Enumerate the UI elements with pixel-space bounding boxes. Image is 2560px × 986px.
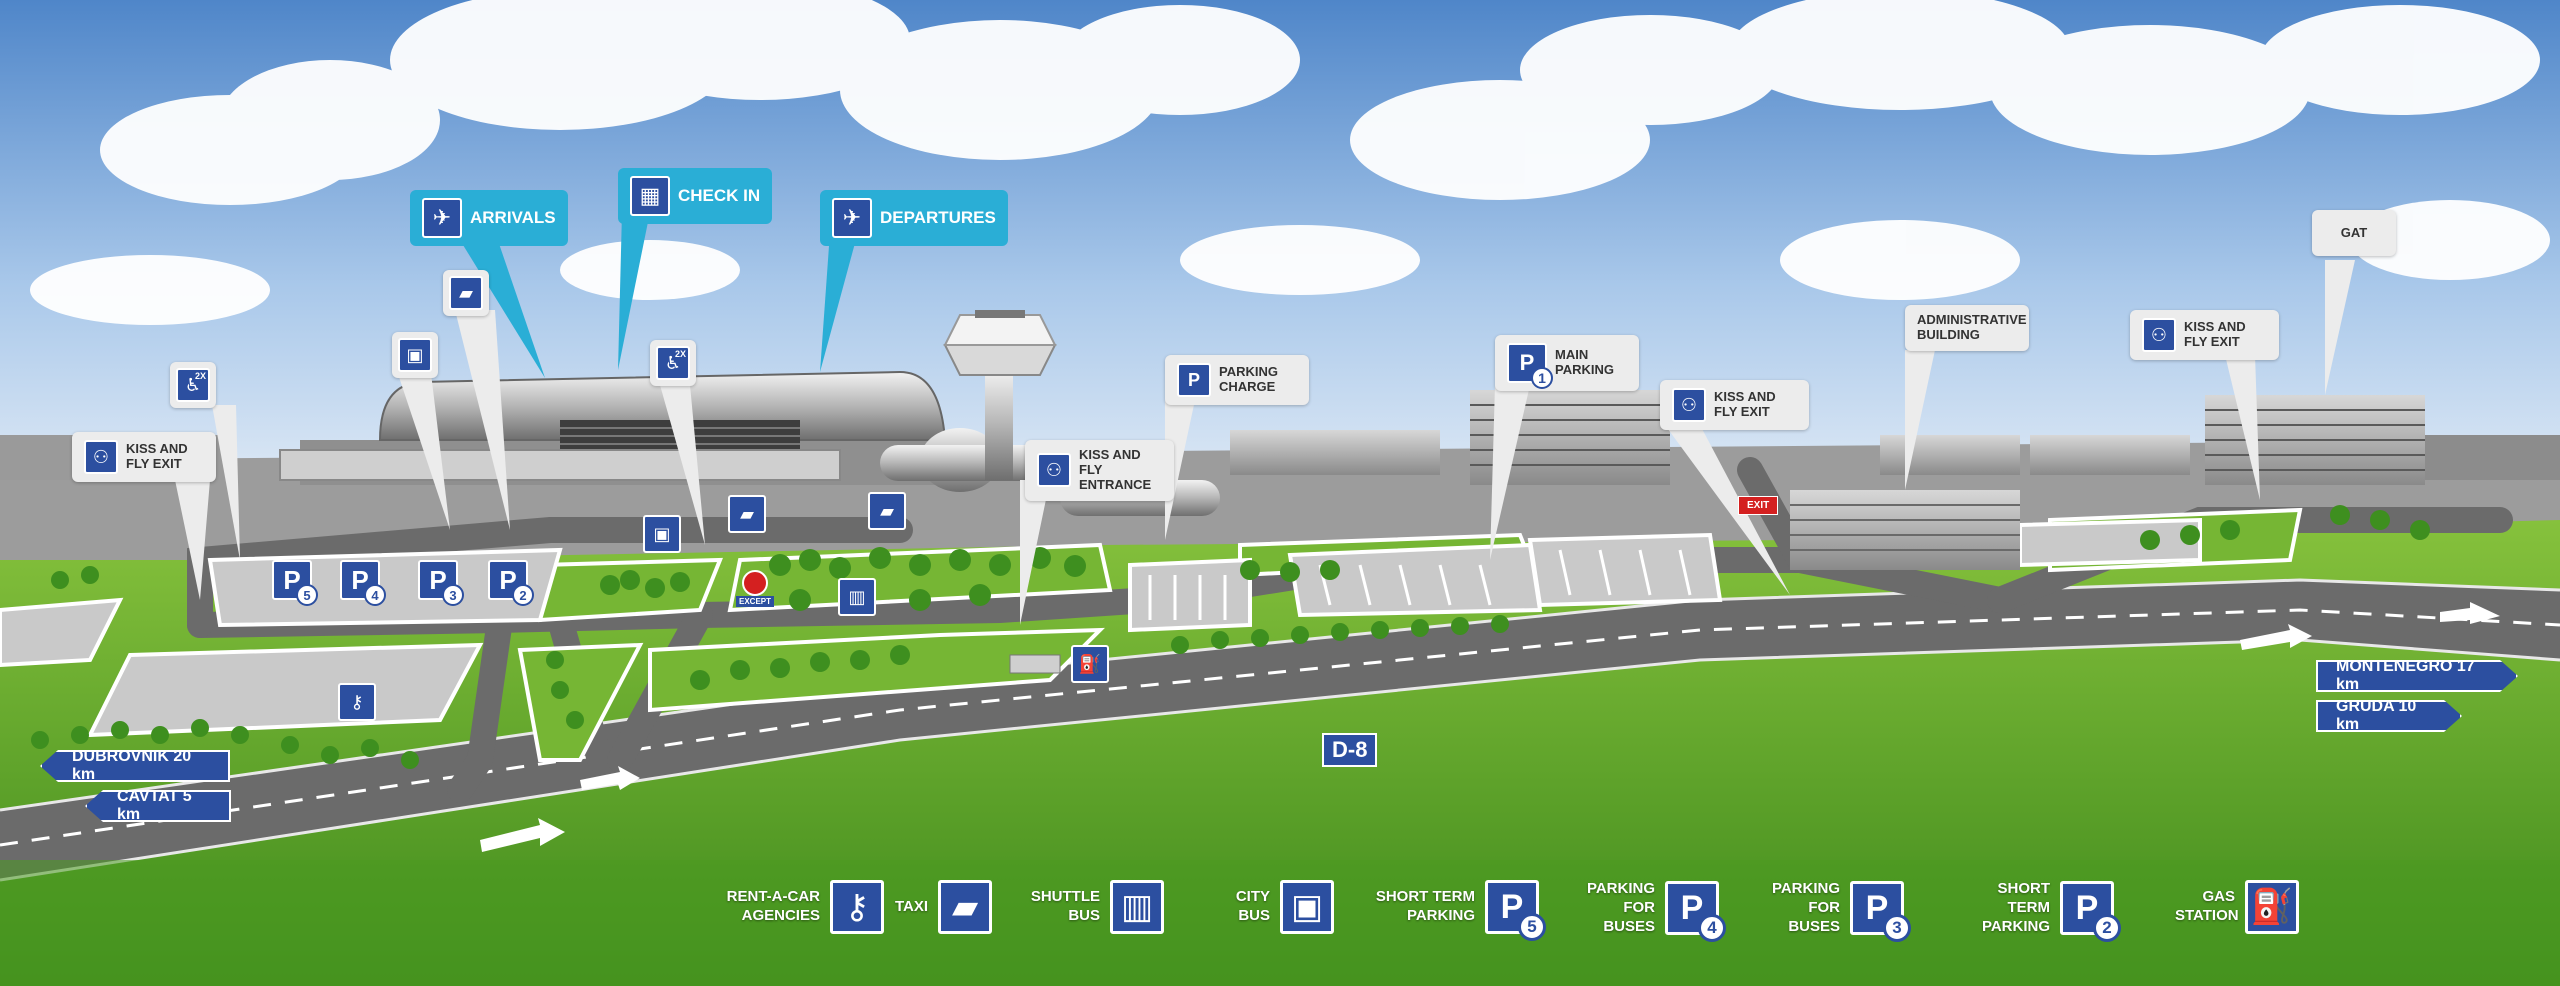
kiss-and-fly-icon: ⚇ [84, 440, 118, 474]
legend-label: SHORT TERM PARKING [1981, 880, 2050, 935]
clouds [30, 0, 2550, 325]
city-bus-icon: ▣ [1280, 880, 1334, 934]
check-in-callout[interactable]: ▦ CHECK IN [618, 168, 773, 224]
legend-label: PARKING FOR BUSES [1771, 880, 1840, 935]
taxi-callout[interactable]: ▰ [443, 270, 489, 316]
taxi-stand-icon[interactable]: ▰ [728, 495, 766, 533]
road-arrows [480, 602, 2500, 852]
kiss-fly-exit-mid-label: KISS AND FLY EXIT [1714, 389, 1776, 419]
gas-station-icon: ⛽ [2245, 880, 2299, 934]
wheelchair-icon: ♿2X [656, 346, 690, 380]
callout-tails [175, 212, 2355, 625]
kiss-and-fly-icon: ⚇ [2142, 318, 2176, 352]
legend-label: SHUTTLE BUS [1030, 888, 1100, 924]
taxi-icon: ▰ [449, 276, 483, 310]
except-sign: EXCEPT [736, 596, 775, 607]
check-in-label: CHECK IN [678, 186, 761, 206]
main-parking-label: MAIN PARKING [1555, 347, 1614, 377]
parking-charge-callout[interactable]: P PARKING CHARGE [1165, 355, 1309, 405]
road-centerline [0, 608, 2560, 847]
kiss-fly-exit-right-label: KISS AND FLY EXIT [2184, 319, 2246, 349]
taxi-icon: ▰ [938, 880, 993, 934]
control-tower [943, 310, 1057, 480]
plane-landing-icon: ✈ [422, 198, 462, 238]
road-d8-label: D-8 [1322, 733, 1378, 767]
kiss-fly-exit-left-callout[interactable]: ⚇ KISS AND FLY EXIT [72, 432, 216, 482]
legend-item-shuttle-bus[interactable]: SHUTTLE BUS ▥ [1030, 880, 1164, 934]
administrative-building-label: ADMINISTRATIVE BUILDING [1917, 312, 2027, 342]
legend-label: TAXI [895, 897, 929, 915]
kiss-and-fly-icon: ⚇ [1672, 388, 1706, 422]
exit-sign: EXIT [1738, 496, 1779, 515]
kiss-fly-exit-mid-callout[interactable]: ⚇ KISS AND FLY EXIT [1660, 380, 1809, 430]
city-bus-callout[interactable]: ▣ [392, 332, 438, 378]
legend-item-city-bus[interactable]: CITY BUS ▣ [1220, 880, 1334, 934]
gas-station-icon[interactable]: ⛽ [1071, 645, 1109, 683]
arrivals-callout[interactable]: ✈ ARRIVALS [410, 190, 568, 246]
legend-label: SHORT TERM PARKING [1375, 888, 1475, 924]
gat-label: GAT [2340, 224, 2368, 240]
wheelchair-terminal-callout[interactable]: ♿2X [650, 340, 696, 386]
direction-sign-gruda[interactable]: GRUDA 10 km [2316, 700, 2462, 732]
city-bus-stop-icon[interactable]: ▣ [643, 515, 681, 553]
legend-item-gas-station[interactable]: GAS STATION ⛽ [2175, 880, 2299, 934]
legend-item-taxi[interactable]: TAXI ▰ [895, 880, 993, 934]
check-in-desk-icon: ▦ [630, 176, 670, 216]
direction-sign-cavtat[interactable]: CAVTAT 5 km [85, 790, 231, 822]
kiss-fly-entrance-label: KISS AND FLY ENTRANCE [1079, 447, 1152, 492]
shuttle-bus-stop-icon[interactable]: ▥ [838, 578, 876, 616]
car-key-icon: ⚷ [830, 880, 884, 934]
direction-sign-montenegro[interactable]: MONTENEGRO 17 km [2316, 660, 2518, 692]
legend-label: GAS STATION [2175, 888, 2239, 924]
arrivals-label: ARRIVALS [470, 208, 556, 228]
legend-item-rent-a-car[interactable]: RENT-A-CAR AGENCIES ⚷ [700, 880, 884, 934]
shuttle-bus-icon: ▥ [1110, 880, 1164, 934]
city-bus-icon: ▣ [398, 338, 432, 372]
departures-label: DEPARTURES [880, 208, 996, 228]
taxi-stand-icon[interactable]: ▰ [868, 492, 906, 530]
gas-station-building [1009, 654, 1061, 674]
kiss-and-fly-icon: ⚇ [1037, 453, 1071, 488]
parking-charge-icon: P [1177, 363, 1211, 397]
trees [31, 505, 2430, 769]
no-entry-icon [742, 570, 768, 596]
gat-callout[interactable]: GAT [2312, 210, 2396, 256]
rent-a-car-icon[interactable]: ⚷ [338, 683, 376, 721]
parking-lots [0, 517, 2202, 738]
wheelchair-icon: ♿2X [176, 368, 210, 402]
administrative-building-callout[interactable]: ADMINISTRATIVE BUILDING [1905, 305, 2029, 351]
kiss-fly-exit-right-callout[interactable]: ⚇ KISS AND FLY EXIT [2130, 310, 2279, 360]
grass-islands [517, 507, 2303, 762]
direction-sign-dubrovnik[interactable]: DUBROVNIK 20 km [40, 750, 230, 782]
legend-label: PARKING FOR BUSES [1586, 880, 1655, 935]
legend: RENT-A-CAR AGENCIES ⚷ TAXI ▰ SHUTTLE BUS… [0, 870, 2560, 970]
plane-takeoff-icon: ✈ [832, 198, 872, 238]
parking-charge-label: PARKING CHARGE [1219, 364, 1278, 394]
departures-callout[interactable]: ✈ DEPARTURES [820, 190, 1008, 246]
legend-label: CITY BUS [1235, 888, 1270, 924]
legend-label: RENT-A-CAR AGENCIES [726, 888, 820, 924]
kiss-fly-entrance-callout[interactable]: ⚇ KISS AND FLY ENTRANCE [1025, 440, 1174, 501]
wheelchair-left-callout[interactable]: ♿2X [170, 362, 216, 408]
kiss-fly-exit-left-label: KISS AND FLY EXIT [126, 441, 188, 471]
background-buildings [0, 390, 2560, 570]
